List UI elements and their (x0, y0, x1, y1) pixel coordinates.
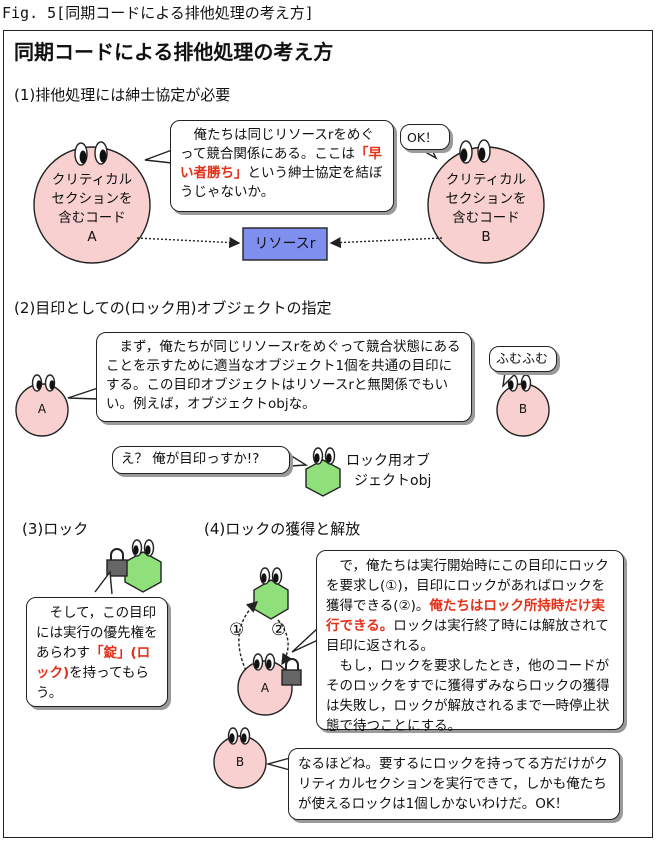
code-b-small-label: B (518, 402, 528, 416)
bubble-tail (289, 454, 309, 467)
request-arrow (238, 601, 259, 676)
code-a-label: クリティカル セクションを 含むコード A (51, 172, 133, 245)
step-1-label: ① (229, 620, 245, 640)
marker-question-bubble: え？ 俺が目印っすか!? (112, 446, 290, 474)
bubble-tail (502, 371, 518, 388)
step-2-label: ② (271, 620, 287, 640)
figure-caption: Fig. 5[同期コードによる排他処理の考え方] (2, 4, 314, 22)
section-1-heading: (1)排他処理には紳士協定が必要 (14, 86, 231, 104)
conclusion-bubble: なるほどね。要するにロックを持ってる方だけがクリティカルセクションを実行できて，… (288, 748, 620, 820)
arrow-a-to-resource (136, 236, 241, 249)
resource-r-box (242, 227, 328, 261)
lock-object-label: ロック用オブ ジェクトobj (346, 453, 432, 489)
resource-r-label: リソースr (254, 236, 316, 252)
code-a-blob (33, 141, 151, 264)
padlock-icon (281, 658, 302, 686)
code-a-s4-label: A (260, 681, 270, 695)
figure-frame (3, 30, 653, 838)
code-b-s4-label: B (235, 755, 245, 769)
bubble-tail (94, 570, 113, 595)
ok-speech-bubble: OK！ (400, 124, 450, 150)
bubble-tail (265, 757, 291, 771)
lock-object-hexagon-s4 (253, 567, 289, 620)
bubble-tail (291, 627, 319, 653)
code-a-blob-s4 (237, 653, 293, 716)
bubble-tail (67, 387, 99, 400)
code-b-label: クリティカル セクションを 含むコード B (445, 172, 527, 245)
code-a-small-blob (15, 374, 69, 437)
lock-object-hexagon (305, 447, 341, 497)
arrow-b-to-resource (329, 236, 443, 249)
code-b-blob (427, 139, 545, 264)
fumufumu-bubble: ふむふむ (489, 346, 557, 372)
code-b-blob-s4 (213, 727, 267, 789)
section-4-heading: (4)ロックの獲得と解放 (204, 520, 361, 538)
page-title: 同期コードによる排他処理の考え方 (14, 40, 334, 64)
padlock-icon (106, 548, 128, 577)
agreement-speech-bubble: 俺たちは同じリソースrをめぐって競合関係にある。ここは「早い者勝ち」という紳士協… (170, 120, 394, 212)
code-b-small-blob (496, 374, 550, 437)
code-a-small-label: A (37, 402, 47, 416)
section-2-heading: (2)目印としての(ロック用)オブジェクトの指定 (14, 299, 332, 317)
section-3-heading: (3)ロック (22, 520, 89, 538)
lock-acquire-release-bubble: で，俺たちは実行開始時にこの目印にロックを要求し(①)，目印にロックがあればロッ… (316, 550, 624, 734)
lock-object-with-lock (124, 539, 162, 593)
bubble-tail (144, 149, 173, 164)
marker-explanation-bubble: まず，俺たちが同じリソースrをめぐって競合状態にあることを示すために適当なオブジ… (96, 332, 472, 422)
lock-explanation-bubble: そして，この目印には実行の優先権をあらわす「錠」(ロック)を持ってもらう。 (26, 597, 168, 707)
